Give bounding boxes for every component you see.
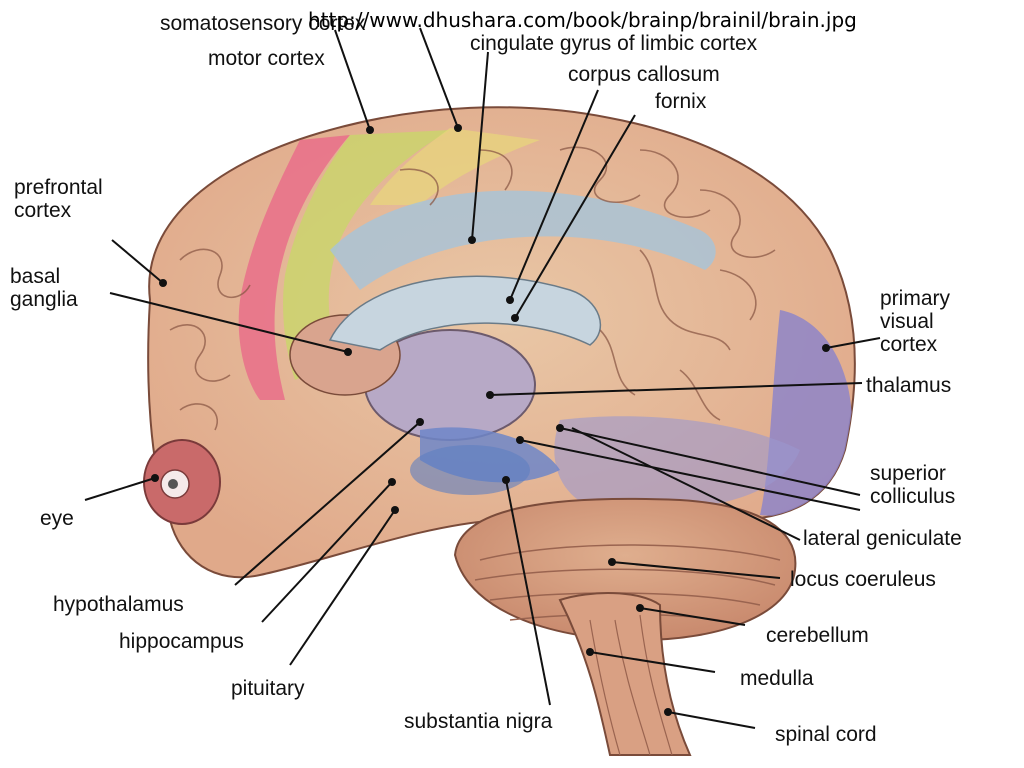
label-spinal-cord: spinal cord — [775, 723, 877, 746]
label-eye: eye — [40, 507, 74, 530]
label-hippocampus: hippocampus — [119, 630, 244, 653]
label-superior-colliculus: superior colliculus — [870, 462, 956, 508]
label-substantia-nigra: substantia nigra — [404, 710, 553, 733]
label-pituitary: pituitary — [231, 677, 305, 700]
label-cingulate-gyrus: cingulate gyrus of limbic cortex — [470, 32, 758, 55]
source-url: http://www.dhushara.com/book/brainp/brai… — [308, 8, 857, 32]
label-locus-coeruleus: locus coeruleus — [790, 568, 936, 591]
label-somatosensory-cortex: somatosensory cortex — [160, 12, 366, 35]
label-corpus-callosum: corpus callosum — [568, 63, 720, 86]
label-basal-ganglia: basal ganglia — [10, 265, 78, 311]
label-hypothalamus: hypothalamus — [53, 593, 184, 616]
corpus-callosum-shape — [328, 275, 601, 351]
label-medulla: medulla — [740, 667, 814, 690]
label-lateral-geniculate: lateral geniculate — [803, 527, 962, 550]
leader-lines — [84, 27, 881, 729]
label-primary-visual-cortex: primary visual cortex — [880, 287, 951, 356]
label-cerebellum: cerebellum — [766, 624, 869, 647]
label-thalamus: thalamus — [866, 374, 952, 397]
label-motor-cortex: motor cortex — [208, 47, 325, 70]
label-fornix: fornix — [655, 90, 707, 113]
label-prefrontal-cortex: prefrontal cortex — [14, 176, 103, 222]
